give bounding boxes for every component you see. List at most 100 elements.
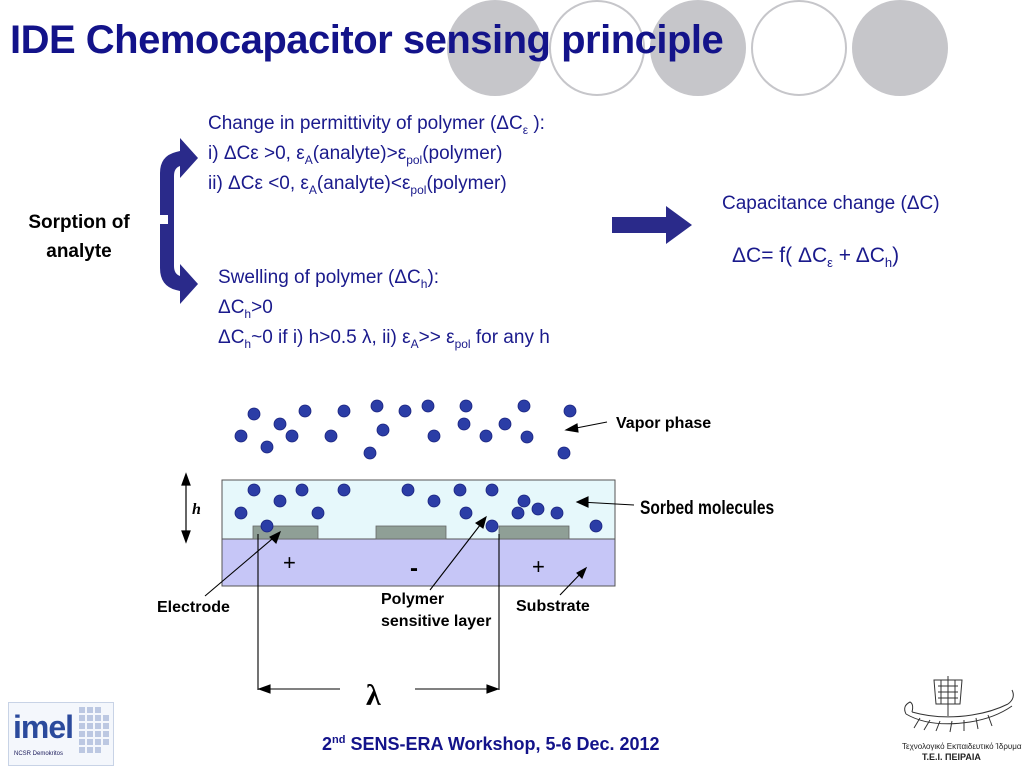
sorbed-molecule	[427, 494, 441, 508]
footer-sup: nd	[332, 734, 346, 746]
perm-l2-sub2: pol	[410, 182, 427, 197]
result-arrow	[612, 206, 692, 244]
imel-logo-grid	[79, 707, 109, 753]
perm-l2-c: (polymer)	[426, 172, 507, 194]
imel-logo-text: imel	[13, 709, 74, 745]
vapor-molecule	[398, 404, 412, 418]
lambda-arrow-right	[486, 684, 500, 694]
ship-deck	[911, 703, 1009, 718]
swell-l2-sub2: A	[410, 336, 419, 351]
decorative-circle-4	[751, 0, 847, 96]
perm-l1-sub2: pol	[406, 152, 423, 167]
sorbed-molecule	[511, 506, 525, 520]
formula-c: )	[892, 244, 900, 267]
sorbed-molecule	[295, 483, 309, 497]
swell-l1-a: ΔC	[218, 296, 245, 318]
ship-stern	[904, 701, 914, 715]
swelling-line-1: ΔCh>0	[218, 294, 550, 328]
branch-divider	[154, 215, 168, 224]
vapor-molecule	[363, 446, 377, 460]
swelling-header-text: Swelling of polymer (ΔC	[218, 267, 421, 288]
vapor-molecule	[298, 404, 312, 418]
lambda-arrow-left	[257, 684, 271, 694]
swell-l2-sub1: h	[244, 336, 252, 351]
formula-sub1: ε	[827, 255, 833, 271]
vapor-molecule	[457, 417, 471, 431]
sorbed-molecule	[247, 483, 261, 497]
capacitance-formula: ΔC= f( ΔCε + ΔCh)	[732, 242, 899, 277]
vapor-molecule	[285, 429, 299, 443]
polymer-callout-head	[474, 515, 487, 529]
lambda-dimension	[257, 534, 500, 694]
formula-sub2: h	[884, 255, 893, 271]
swell-l1-sub: h	[244, 306, 252, 321]
polarity-plus-right: +	[532, 554, 545, 579]
sorbed-molecule	[311, 506, 325, 520]
swelling-block: Swelling of polymer (ΔCh): ΔCh>0 ΔCh~0 i…	[218, 264, 550, 357]
sorbed-molecule	[401, 483, 415, 497]
branch-arrows	[154, 138, 198, 304]
decorative-circle-2	[549, 0, 645, 96]
decorative-circle-3	[650, 0, 746, 96]
perm-l2-sub1: A	[308, 182, 317, 197]
sorbed-molecule	[453, 483, 467, 497]
callout-lines	[204, 421, 635, 597]
vapor-molecule	[479, 429, 493, 443]
substrate-callout-head	[576, 566, 588, 579]
swell-l2-d: for any h	[470, 326, 550, 348]
ship-sail	[933, 679, 963, 705]
vapor-phase-label: Vapor phase	[616, 415, 712, 432]
permittivity-block: Change in permittivity of polymer (ΔCε )…	[208, 110, 545, 203]
formula-a: ΔC= f( ΔC	[732, 244, 828, 267]
permittivity-header-sub: ε	[522, 122, 529, 137]
decorative-circle-5	[852, 0, 948, 96]
sorbed-molecule	[234, 506, 248, 520]
electrode-callout-head	[269, 530, 281, 544]
swell-l2-a: ΔC	[218, 326, 245, 348]
sorbed-molecules	[234, 483, 603, 533]
swelling-line-2: ΔCh~0 if i) h>0.5 λ, ii) εA>> εpol for a…	[218, 324, 550, 358]
swelling-header-end: ):	[427, 267, 440, 288]
sorption-line-2: analyte	[46, 241, 112, 262]
perm-l1-sub1: A	[304, 152, 313, 167]
swell-l1-b: >0	[251, 296, 273, 318]
polarity-minus: -	[410, 555, 418, 582]
electrode-2	[375, 525, 447, 540]
ship-oars	[913, 714, 993, 733]
vapor-molecule	[421, 399, 435, 413]
branch-up-arrow	[160, 138, 198, 223]
decorative-circle-1	[447, 0, 543, 96]
vapor-molecule	[520, 430, 534, 444]
sorbed-molecule	[550, 506, 564, 520]
vapor-molecule	[337, 404, 351, 418]
vapor-molecule	[234, 429, 248, 443]
imel-logo: imel NCSR Demokritos	[8, 702, 114, 766]
footer-workshop: 2nd SENS-ERA Workshop, 5-6 Dec. 2012	[322, 734, 660, 755]
vapor-molecule	[273, 417, 287, 431]
substrate-label: Substrate	[516, 598, 590, 615]
polarity-plus-left: +	[283, 550, 296, 575]
sorption-label: Sorption of analyte	[8, 208, 150, 266]
sorbed-molecule	[531, 502, 545, 516]
tei-piraeus-ship-logo	[904, 676, 1014, 733]
vapor-molecule	[324, 429, 338, 443]
formula-b: + ΔC	[832, 244, 885, 267]
swelling-header: Swelling of polymer (ΔCh):	[218, 264, 550, 298]
polymer-label-line-1: Polymer	[381, 591, 445, 608]
sorbed-callout-head	[575, 496, 589, 508]
substrate-layer	[221, 538, 616, 587]
swell-l2-b: ~0 if i) h>0.5 λ, ii) ε	[251, 326, 411, 348]
vapor-molecule	[459, 399, 473, 413]
tei-logo-line-2: Τ.Ε.Ι. ΠΕΙΡΑΙΑ	[922, 752, 981, 762]
electrode-callout-line	[204, 533, 279, 597]
swelling-header-sub: h	[420, 276, 428, 291]
capacitance-label: Capacitance change (ΔC)	[722, 193, 940, 214]
sorbed-molecule	[337, 483, 351, 497]
imel-logo-subtext: NCSR Demokritos	[14, 751, 64, 757]
sorbed-callout-line	[579, 501, 635, 506]
perm-l1-b: (analyte)>ε	[312, 142, 407, 164]
sorbed-molecule	[485, 483, 499, 497]
sorbed-molecules-label: Sorbed molecules	[640, 498, 775, 519]
perm-l1-a: i) ΔCε >0, ε	[208, 142, 305, 164]
permittivity-header: Change in permittivity of polymer (ΔCε )…	[208, 110, 545, 144]
